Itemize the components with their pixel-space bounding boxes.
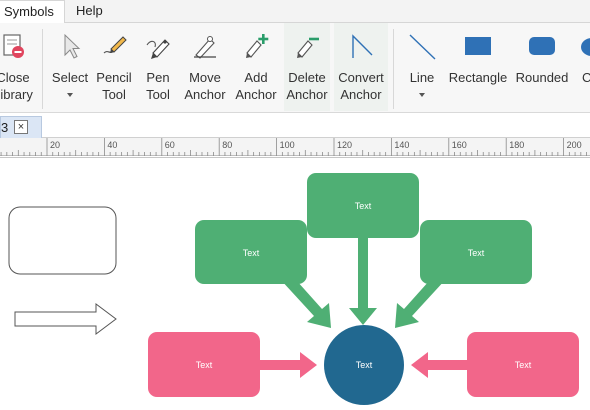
ruler-label: 40 — [107, 140, 117, 150]
circle-shape-button[interactable]: C — [576, 23, 590, 111]
cursor-arrow-icon — [64, 33, 81, 59]
rounded-rectangle-icon — [529, 37, 555, 55]
close-library-label-line1: Close — [0, 70, 30, 85]
document-tab-strip: 3 × — [0, 114, 590, 138]
pencil-tool-button[interactable]: Pencil Tool — [93, 23, 135, 111]
line-dropdown-arrow-icon[interactable] — [419, 93, 425, 97]
circle-shape-label: C — [582, 70, 590, 85]
close-library-icon — [3, 34, 24, 58]
close-library-button[interactable]: Close Library — [0, 23, 38, 111]
drawing-canvas[interactable]: Text Text Text Text Text Text — [0, 157, 590, 410]
pen-tool-label-line1: Pen — [146, 70, 170, 85]
convert-anchor-label-line1: Convert — [338, 70, 384, 85]
select-button[interactable]: Select — [50, 23, 90, 111]
pencil-icon — [103, 36, 127, 54]
library-arrow-shape[interactable] — [14, 303, 117, 335]
line-icon — [409, 34, 436, 60]
rounded-shape-label: Rounded — [515, 70, 569, 85]
arrow-right-to-center[interactable] — [411, 352, 470, 378]
node-left-text[interactable]: Text — [196, 360, 213, 370]
close-library-label: Close Library — [0, 69, 38, 103]
close-tab-icon[interactable]: × — [14, 120, 28, 134]
pen-tool-button[interactable]: Pen Tool — [139, 23, 177, 111]
node-top-left-text[interactable]: Text — [243, 248, 260, 258]
delete-anchor-label: Delete Anchor — [284, 69, 330, 103]
ribbon-toolbar: Close Library Select Pencil Tool — [0, 23, 590, 113]
close-library-label-line2: Library — [0, 87, 33, 102]
add-anchor-label: Add Anchor — [234, 69, 278, 103]
add-anchor-icon — [246, 34, 269, 58]
select-label: Select — [51, 70, 89, 85]
menu-bar: Symbols Help — [0, 0, 590, 24]
arrow-left-to-center[interactable] — [258, 352, 317, 378]
node-top-right-text[interactable]: Text — [468, 248, 485, 258]
tab-symbols[interactable]: Symbols — [0, 0, 65, 24]
line-shape-label: Line — [409, 70, 435, 85]
ribbon-separator — [42, 29, 43, 109]
horizontal-ruler: 20 40 60 80 100 120 140 160 180 200 — [0, 138, 590, 156]
document-tab-name: 3 — [1, 120, 9, 135]
arrow-top-center-to-center[interactable] — [349, 238, 377, 325]
circle-icon — [581, 38, 590, 56]
node-right-text[interactable]: Text — [515, 360, 532, 370]
node-top-center-text[interactable]: Text — [355, 201, 372, 211]
convert-anchor-button[interactable]: Convert Anchor — [334, 23, 388, 111]
ruler-label: 80 — [222, 140, 232, 150]
rectangle-icon — [465, 37, 491, 55]
move-anchor-label: Move Anchor — [183, 69, 227, 103]
ruler-label: 60 — [165, 140, 175, 150]
tab-help[interactable]: Help — [76, 3, 103, 18]
move-anchor-icon — [194, 36, 216, 59]
ruler-label: 140 — [394, 140, 409, 150]
ruler-label: 200 — [567, 140, 582, 150]
pencil-tool-label-line2: Tool — [102, 87, 126, 102]
pen-tool-label-line2: Tool — [146, 87, 170, 102]
ruler-label: 160 — [452, 140, 467, 150]
line-shape-button[interactable]: Line — [402, 23, 442, 111]
delete-anchor-label-line2: Anchor — [286, 87, 328, 102]
add-anchor-label-line2: Anchor — [235, 87, 277, 102]
convert-anchor-label: Convert Anchor — [334, 69, 388, 103]
convert-anchor-icon — [352, 34, 373, 58]
add-anchor-label-line1: Add — [244, 70, 268, 85]
pen-icon — [146, 39, 170, 59]
library-rounded-rectangle-shape[interactable] — [8, 206, 117, 275]
rectangle-shape-button[interactable]: Rectangle — [448, 23, 508, 111]
node-left[interactable] — [148, 332, 260, 397]
ruler-label: 20 — [50, 140, 60, 150]
delete-anchor-label-line1: Delete — [288, 70, 326, 85]
node-center-text[interactable]: Text — [356, 360, 373, 370]
convert-anchor-label-line2: Anchor — [340, 87, 382, 102]
pencil-tool-label: Pencil Tool — [93, 69, 135, 103]
add-anchor-button[interactable]: Add Anchor — [234, 23, 278, 111]
node-top-center[interactable] — [307, 173, 419, 238]
move-anchor-button[interactable]: Move Anchor — [183, 23, 227, 111]
ruler-label: 100 — [280, 140, 295, 150]
pen-tool-label: Pen Tool — [139, 69, 177, 103]
pencil-tool-label-line1: Pencil — [96, 70, 132, 85]
document-tab[interactable]: 3 × — [0, 116, 42, 138]
ruler-label: 120 — [337, 140, 352, 150]
ruler-label: 180 — [509, 140, 524, 150]
node-top-left[interactable] — [195, 220, 307, 284]
rounded-shape-button[interactable]: Rounded — [514, 23, 570, 111]
arrow-top-right-to-center[interactable] — [395, 271, 446, 328]
delete-anchor-button[interactable]: Delete Anchor — [284, 23, 330, 111]
rectangle-shape-label: Rectangle — [448, 70, 508, 85]
node-top-right[interactable] — [420, 220, 532, 284]
delete-anchor-icon — [297, 37, 319, 58]
arrow-top-left-to-center[interactable] — [280, 271, 331, 328]
ruler-scale: 20 40 60 80 100 120 140 160 180 200 — [0, 138, 587, 156]
move-anchor-label-line2: Anchor — [184, 87, 226, 102]
select-dropdown-arrow-icon[interactable] — [67, 93, 73, 97]
ribbon-separator — [393, 29, 394, 109]
node-right[interactable] — [467, 332, 579, 397]
diagram-svg: Text Text Text Text Text Text — [8, 173, 579, 405]
node-center-circle[interactable] — [324, 325, 404, 405]
move-anchor-label-line1: Move — [189, 70, 221, 85]
